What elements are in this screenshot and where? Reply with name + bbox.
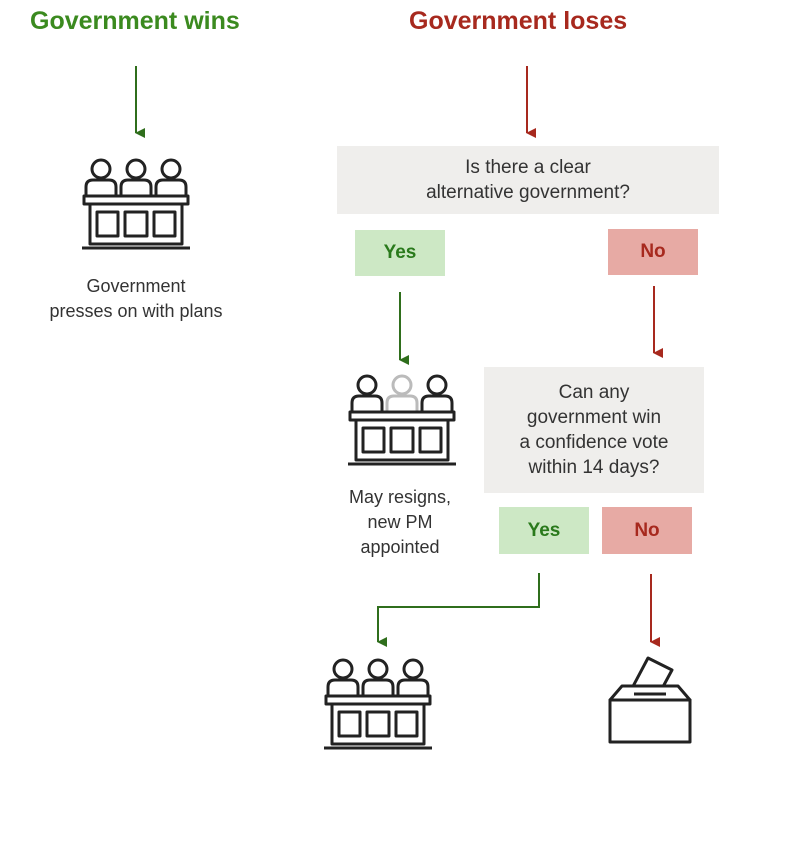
cabinet-icon [348, 374, 456, 466]
question-clear-alternative: Is there a clear alternative government? [337, 146, 719, 214]
question-confidence-vote: Can any government win a confidence vote… [484, 367, 704, 493]
q1-yes-label: Yes [355, 230, 445, 276]
government-loses-heading: Government loses [409, 7, 628, 35]
q1-no-label: No [608, 229, 698, 275]
cabinet-icon [82, 158, 190, 250]
ballot-box-icon [608, 656, 692, 744]
cabinet-icon [324, 658, 432, 750]
q2-yes-label: Yes [499, 507, 589, 554]
q2-no-label: No [602, 507, 692, 554]
caption-presses-on: Government presses on with plans [49, 276, 223, 321]
arrow-q2-yes-to-outcome [377, 573, 540, 647]
caption-may-resigns: May resigns, new PM appointed [348, 487, 452, 557]
government-wins-heading: Government wins [30, 7, 240, 35]
